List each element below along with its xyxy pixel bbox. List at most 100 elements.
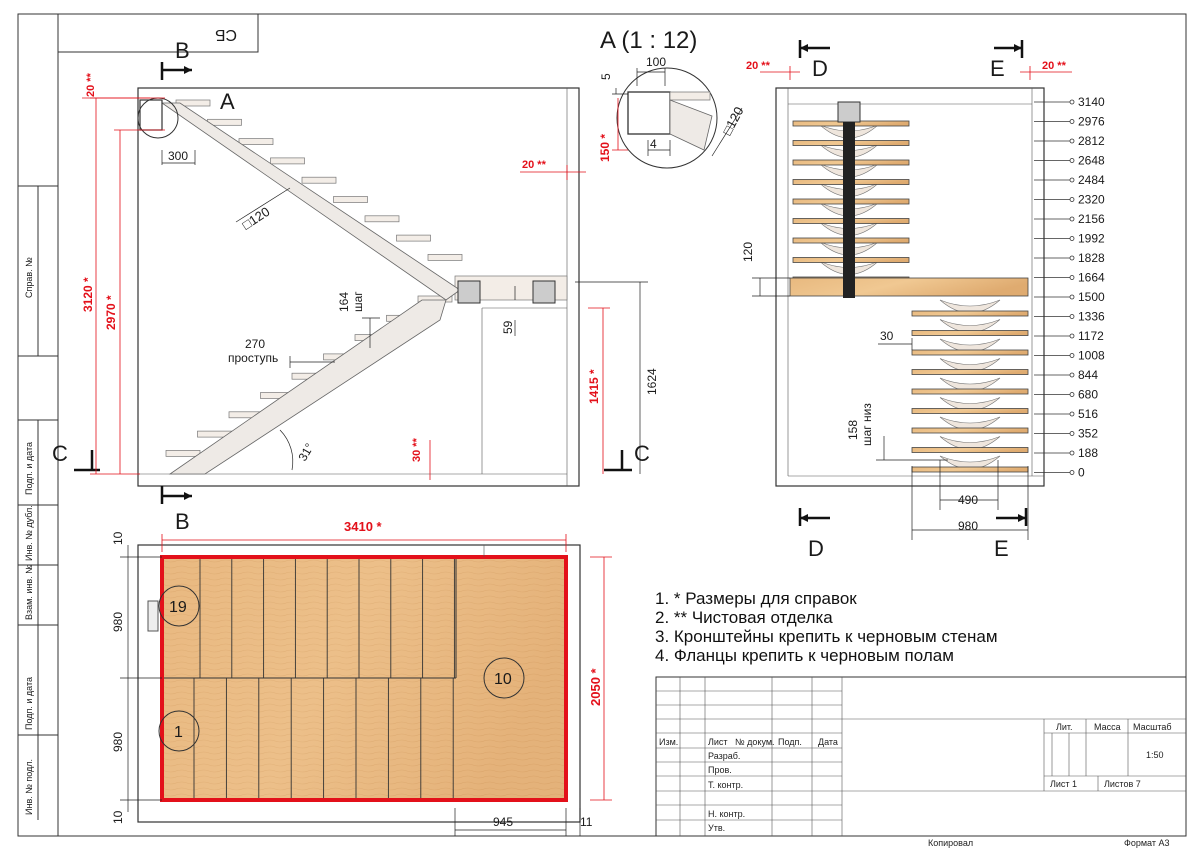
lower-bracket [939, 377, 1001, 392]
level-label: 3140 [1078, 95, 1105, 109]
level-label: 2320 [1078, 193, 1105, 207]
dim-tread-270: 270 [245, 337, 265, 351]
dim-tread-word: проступь [228, 351, 278, 365]
lower-bracket [939, 319, 1001, 333]
level-ticks: 3140297628122648248423202156199218281664… [1034, 95, 1105, 480]
dim-right-20: 20 ** [522, 159, 547, 171]
level-tick-dot [1069, 392, 1075, 397]
level-label: 516 [1078, 407, 1098, 421]
dim-step-low-word: шаг низ [860, 403, 874, 446]
dim-59: 59 [501, 320, 515, 334]
upper-dark-stringer [843, 122, 855, 298]
dim-plan-2050: 2050 * [588, 667, 603, 706]
marker-e-top: E [990, 56, 1005, 81]
side-label-2: Инв. № дубл. [24, 505, 34, 561]
tb-row-checker: Пров. [708, 765, 732, 775]
dim-plan-945: 945 [493, 815, 513, 829]
level-label: 1992 [1078, 232, 1105, 246]
level-tick-dot [1069, 138, 1075, 144]
lower-front-tread [911, 388, 1029, 395]
tb-lit: Лит. [1056, 722, 1073, 732]
dim-detail-beam: □120 [719, 104, 746, 137]
level-tick-dot [1069, 119, 1075, 124]
wall-bracket [147, 600, 159, 632]
lower-bracket [939, 338, 1001, 353]
dim-plan-11: 11 [580, 815, 593, 829]
marker-c-right: C [634, 441, 650, 466]
dim-plan-bottom-10: 10 [111, 810, 125, 824]
level-label: 1172 [1078, 329, 1104, 343]
level-tick-dot [1069, 236, 1075, 241]
title-block [655, 676, 1187, 837]
dim-step-164: 164 [337, 292, 351, 312]
tb-col-sign: Подп. [778, 737, 802, 747]
dim-front-490: 490 [958, 493, 978, 507]
dim-plan-980b: 980 [111, 732, 125, 752]
dim-2970: 2970 * [104, 295, 118, 330]
marker-a: A [220, 89, 235, 114]
upper-tread [301, 176, 337, 184]
lower-tread [165, 450, 201, 457]
lower-front-tread [911, 447, 1029, 453]
level-tick-dot [1069, 275, 1075, 280]
dim-detail-150: 150 * [598, 134, 612, 162]
stamp-label: СБ [215, 26, 237, 43]
level-label: 2484 [1078, 173, 1105, 187]
marker-e-bottom: E [994, 536, 1009, 561]
section-b-dimensions [82, 97, 648, 480]
landing-front [789, 277, 1029, 297]
top-flange [837, 101, 861, 123]
level-label: 2648 [1078, 154, 1105, 168]
side-label-5: Инв. № подл. [24, 759, 34, 815]
level-label: 1500 [1078, 290, 1105, 304]
level-label: 2156 [1078, 212, 1105, 226]
tb-sheet: Лист 1 [1050, 779, 1077, 789]
level-label: 1336 [1078, 310, 1105, 324]
dim-1415: 1415 * [587, 369, 601, 404]
lower-front-tread [911, 310, 1029, 317]
level-tick-dot [1069, 450, 1075, 456]
marker-d-bottom: D [808, 536, 824, 561]
marker-c-left: C [52, 441, 68, 466]
dim-detail-5: 5 [599, 73, 613, 80]
dim-front-right-20: 20 ** [1042, 60, 1067, 72]
level-tick-dot [1069, 431, 1075, 436]
detail-a [612, 67, 743, 169]
side-margin-table: Справ. № Подп. и дата Инв. № дубл. Взам.… [18, 185, 58, 820]
level-label: 188 [1078, 446, 1098, 460]
lower-front-tread [911, 369, 1029, 375]
dim-1624: 1624 [645, 368, 659, 395]
footer-copied: Копировал [928, 838, 973, 848]
lower-bracket [939, 416, 1001, 431]
plan-step-1: 1 [174, 724, 183, 741]
level-label: 0 [1078, 466, 1085, 480]
dim-plan-3410: 3410 * [344, 519, 383, 534]
tb-row-developer: Разраб. [708, 751, 740, 761]
tb-mass: Масса [1094, 722, 1121, 732]
level-label: 1664 [1078, 271, 1105, 285]
side-label-1: Подп. и дата [24, 442, 34, 495]
tb-scale-label: Масштаб [1133, 722, 1172, 732]
note-3: 3. Кронштейны крепить к черновым стенам [655, 627, 998, 646]
dim-front-left-20: 20 ** [746, 60, 771, 72]
plan-steps-bottom [193, 678, 454, 800]
dim-front-980: 980 [958, 519, 978, 533]
footer-format: Формат А3 [1124, 838, 1169, 848]
lower-bracket [939, 397, 1001, 411]
level-tick-dot [1069, 333, 1075, 339]
level-tick-dot [1069, 314, 1075, 319]
upper-flight [175, 99, 463, 261]
side-label-3: Взам. инв. № [24, 564, 34, 620]
lower-front-tread [911, 349, 1029, 356]
dim-front-30: 30 [880, 329, 894, 343]
level-tick-dot [1069, 197, 1075, 202]
upper-tread [270, 157, 305, 165]
level-label: 352 [1078, 427, 1098, 441]
lower-bracket [939, 455, 1001, 470]
note-4: 4. Фланцы крепить к черновым полам [655, 646, 954, 665]
dim-plan-980a: 980 [111, 612, 125, 632]
notes: 1. * Размеры для справок 2. ** Чистовая … [655, 589, 998, 665]
level-label: 2812 [1078, 134, 1105, 148]
section-d-front [775, 87, 1045, 487]
tb-row-approved: Утв. [708, 823, 725, 833]
